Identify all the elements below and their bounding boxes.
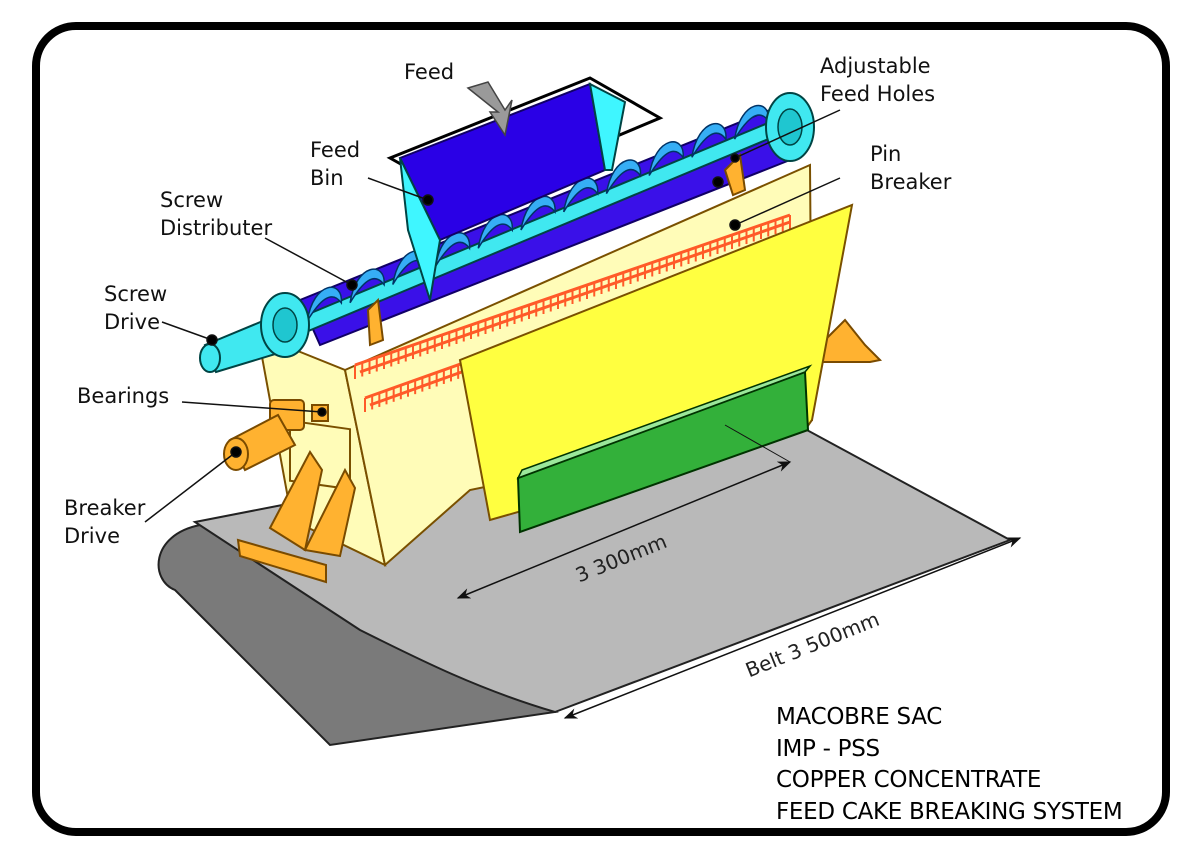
feed-bin-right-side <box>588 82 627 171</box>
feed-hole-bracket-2 <box>366 297 385 347</box>
leader-screw-distributer <box>264 237 353 286</box>
leader-adjustable-feed-holes <box>734 109 841 159</box>
label-screw-distributer: Screw Distributer <box>160 188 273 240</box>
label-feed: Feed <box>404 60 455 84</box>
leader-lines <box>144 109 841 523</box>
label-pin-breaker: Pin Breaker <box>870 142 952 194</box>
feed-arrow <box>466 81 513 137</box>
title-line-1: MACOBRE SAC <box>776 704 943 730</box>
label-feed-bin: Feed Bin <box>310 138 361 190</box>
leader-pin-breaker <box>734 177 841 226</box>
screw-flight <box>520 195 556 231</box>
title-line-4: FEED CAKE BREAKING SYSTEM <box>776 799 1123 825</box>
label-screw-drive: Screw Drive <box>104 282 168 334</box>
dimension-line-belt <box>563 537 1022 719</box>
belt-roll <box>157 523 559 747</box>
leader-bearings <box>181 401 323 413</box>
title-line-3: COPPER CONCENTRATE <box>776 767 1042 793</box>
dimension-extension-breaker <box>724 424 791 463</box>
leader-screw-drive <box>161 321 213 341</box>
screw-flight <box>691 122 727 158</box>
flange-left <box>260 292 310 358</box>
screw-flight <box>648 141 684 176</box>
leader-breaker-drive <box>144 451 237 523</box>
drive-shaft-end <box>199 343 221 373</box>
title-line-2: IMP - PSS <box>776 736 880 762</box>
leader-feed-bin <box>367 177 429 201</box>
label-adjustable-feed-holes: Adjustable Feed Holes <box>820 54 936 106</box>
flange-right <box>765 92 815 162</box>
screw-flight <box>349 268 385 304</box>
screw-flight <box>434 232 471 267</box>
front-stand <box>236 450 357 584</box>
label-bearings: Bearings <box>77 384 170 408</box>
screw-flight <box>477 213 514 249</box>
screw-flight <box>605 159 642 195</box>
screw-flight <box>306 286 343 322</box>
screw-flight <box>562 177 599 213</box>
label-breaker-drive: Breaker Drive <box>64 496 146 548</box>
dimension-line-breaker <box>456 461 792 599</box>
